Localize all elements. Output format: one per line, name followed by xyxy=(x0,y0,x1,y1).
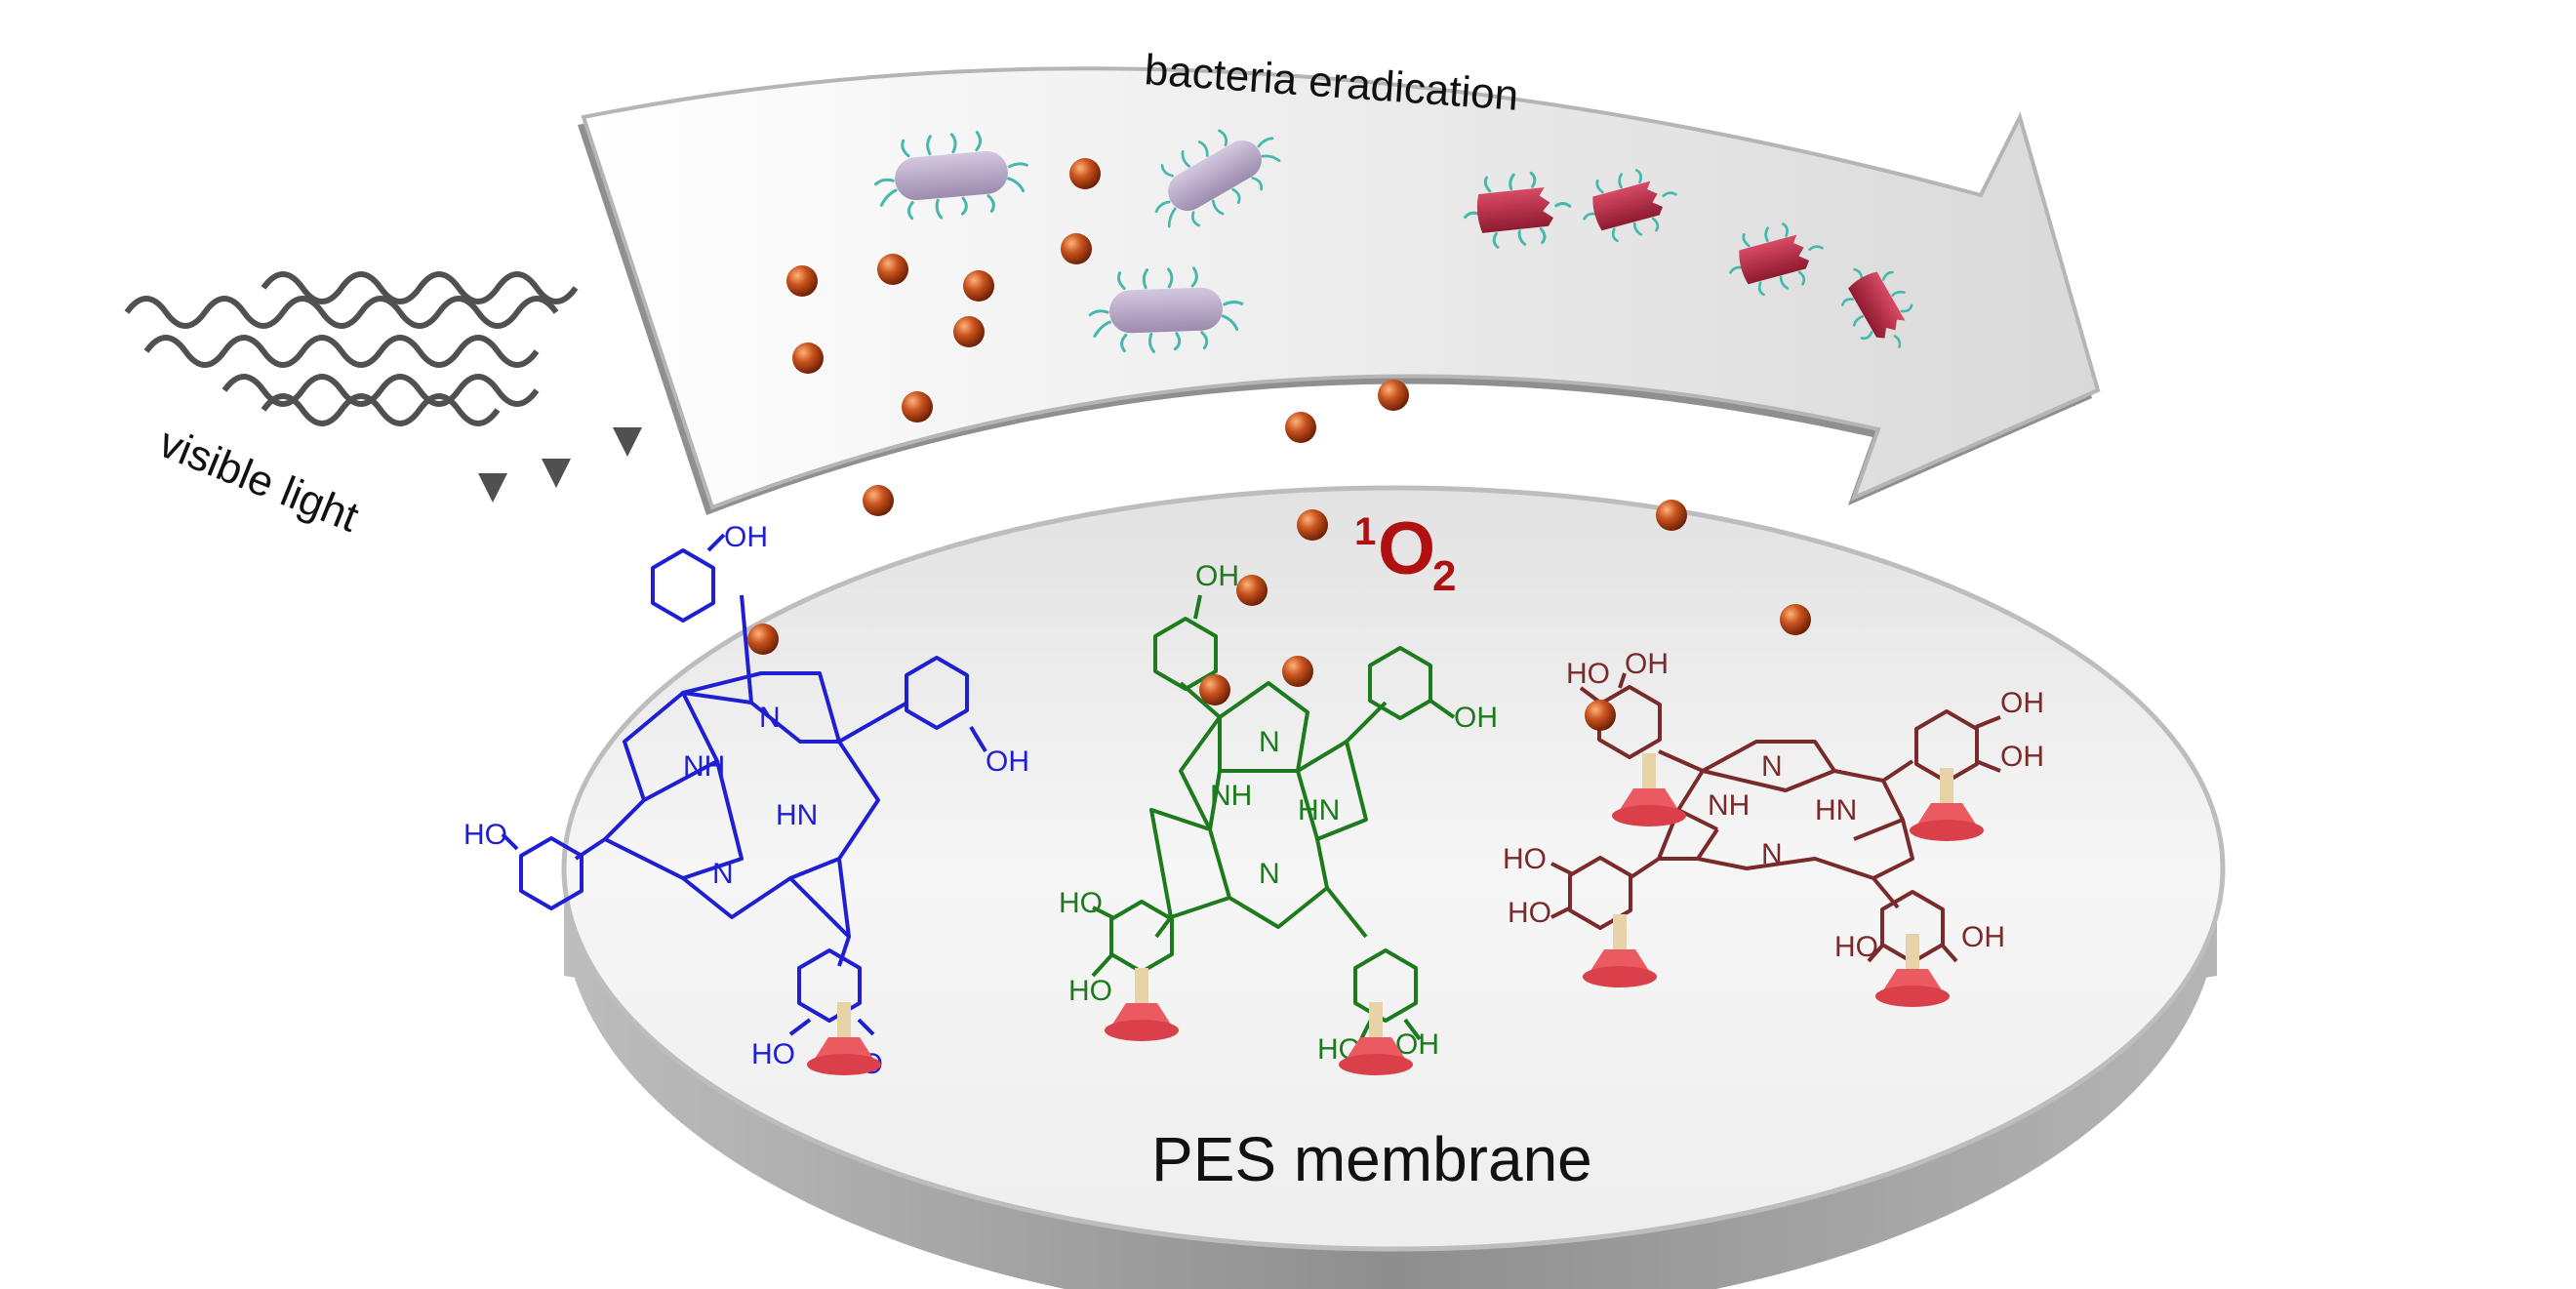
singlet-oxygen-subscript: 2 xyxy=(1432,552,1456,600)
wave-arrowhead xyxy=(478,473,507,503)
brown-ho-left-lower: HO xyxy=(1508,897,1551,929)
sphere-icon xyxy=(1585,700,1616,731)
oxygen-particles xyxy=(747,158,1811,731)
blue-hn: HN xyxy=(776,799,818,831)
brown-hn: HN xyxy=(1815,794,1857,826)
brown-n-top: N xyxy=(1761,750,1783,783)
brown-atom-labels: HO OH OH OH HO HO HO OH NH N HN N xyxy=(1503,648,2044,963)
sphere-icon xyxy=(747,624,779,655)
sphere-icon xyxy=(902,391,933,423)
green-hn: HN xyxy=(1298,794,1340,826)
brown-oh-right-upper: OH xyxy=(2000,687,2044,719)
blue-n-bottom: N xyxy=(712,858,734,890)
sphere-icon xyxy=(1297,509,1328,541)
sphere-icon xyxy=(1285,412,1316,443)
blue-atom-labels: OH OH HO HO HO NH N HN N xyxy=(463,521,1029,1080)
blue-nh: NH xyxy=(683,750,725,783)
sphere-icon xyxy=(786,265,818,297)
blue-ho-left: HO xyxy=(463,819,507,851)
pes-membrane-label: PES membrane xyxy=(1151,1124,1592,1194)
sphere-icon xyxy=(792,342,824,374)
singlet-oxygen-label: 1 O 2 xyxy=(1354,507,1456,600)
blue-ho-bottom-left: HO xyxy=(751,1038,795,1070)
blue-oh-top: OH xyxy=(724,521,768,553)
sphere-icon xyxy=(953,316,985,347)
green-ho-left-upper: HO xyxy=(1059,887,1103,919)
blue-n-top: N xyxy=(759,702,781,734)
sphere-icon xyxy=(1069,158,1101,189)
green-n-bottom: N xyxy=(1259,858,1280,890)
brown-ho-left-upper: HO xyxy=(1503,843,1547,875)
brown-oh-right-lower: OH xyxy=(2000,741,2044,773)
sphere-icon xyxy=(1656,500,1687,531)
pes-membrane xyxy=(561,485,2226,1289)
sphere-icon xyxy=(877,254,908,285)
sphere-icon xyxy=(1199,674,1230,705)
brown-oh-bottom: OH xyxy=(1961,921,2005,953)
green-nh: NH xyxy=(1210,780,1252,812)
sphere-icon xyxy=(1236,575,1268,606)
light-waves xyxy=(124,271,579,426)
brown-ho-top-left: HO xyxy=(1566,658,1610,690)
brown-ho-bottom: HO xyxy=(1834,931,1878,963)
sphere-icon xyxy=(1780,604,1811,635)
blue-oh-right: OH xyxy=(986,745,1029,778)
sphere-icon xyxy=(1061,233,1092,264)
light-arrowheads xyxy=(478,427,642,503)
wave-arrowhead xyxy=(613,427,642,457)
visible-light-label: visible light xyxy=(152,419,365,542)
sphere-icon xyxy=(1282,656,1313,687)
sphere-icon xyxy=(863,485,894,516)
brown-oh-top: OH xyxy=(1625,648,1669,680)
brown-nh: NH xyxy=(1708,789,1750,822)
sphere-icon xyxy=(963,270,994,302)
sphere-icon xyxy=(1378,380,1409,411)
green-ho-left-lower: HO xyxy=(1068,975,1112,1007)
green-oh-right: OH xyxy=(1454,702,1498,734)
wave-arrowhead xyxy=(542,459,571,488)
singlet-oxygen-superscript: 1 xyxy=(1354,510,1376,553)
green-n-top: N xyxy=(1259,726,1280,758)
brown-n-bottom: N xyxy=(1761,838,1783,870)
green-oh-top: OH xyxy=(1195,560,1239,592)
blue-porphyrin xyxy=(501,533,987,1036)
green-porphyrin xyxy=(1091,594,1456,1041)
green-atom-labels: OH OH HO HO HO OH NH N HN N xyxy=(1059,560,1498,1066)
brown-porphyrin xyxy=(1550,672,2001,964)
singlet-oxygen-symbol: O xyxy=(1378,507,1435,590)
